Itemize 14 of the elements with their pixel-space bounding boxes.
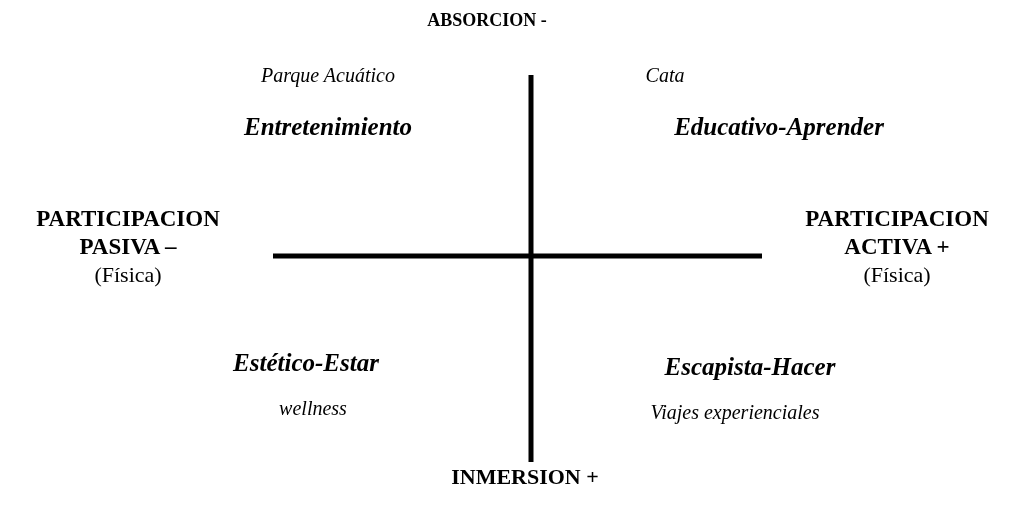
example-label: Cata [644, 63, 686, 87]
axis-label: PARTICIPACION ACTIVA + [804, 205, 990, 261]
quadrant-title: Entretenimiento [242, 112, 414, 142]
example-label: wellness [278, 396, 348, 420]
axis-label: PARTICIPACION PASIVA – [35, 205, 221, 261]
axis-note: (Física) [862, 262, 932, 289]
quadrant-title: Educativo-Aprender [673, 112, 885, 142]
example-label: Parque Acuático [260, 63, 396, 87]
quadrant-title: Estético-Estar [232, 348, 380, 378]
axis-label: INMERSION + [450, 464, 600, 491]
axis-note: (Física) [93, 262, 163, 289]
example-label: Viajes experienciales [649, 400, 821, 424]
quadrant-title: Escapista-Hacer [663, 352, 837, 382]
axis-label: ABSORCION - [426, 10, 548, 32]
